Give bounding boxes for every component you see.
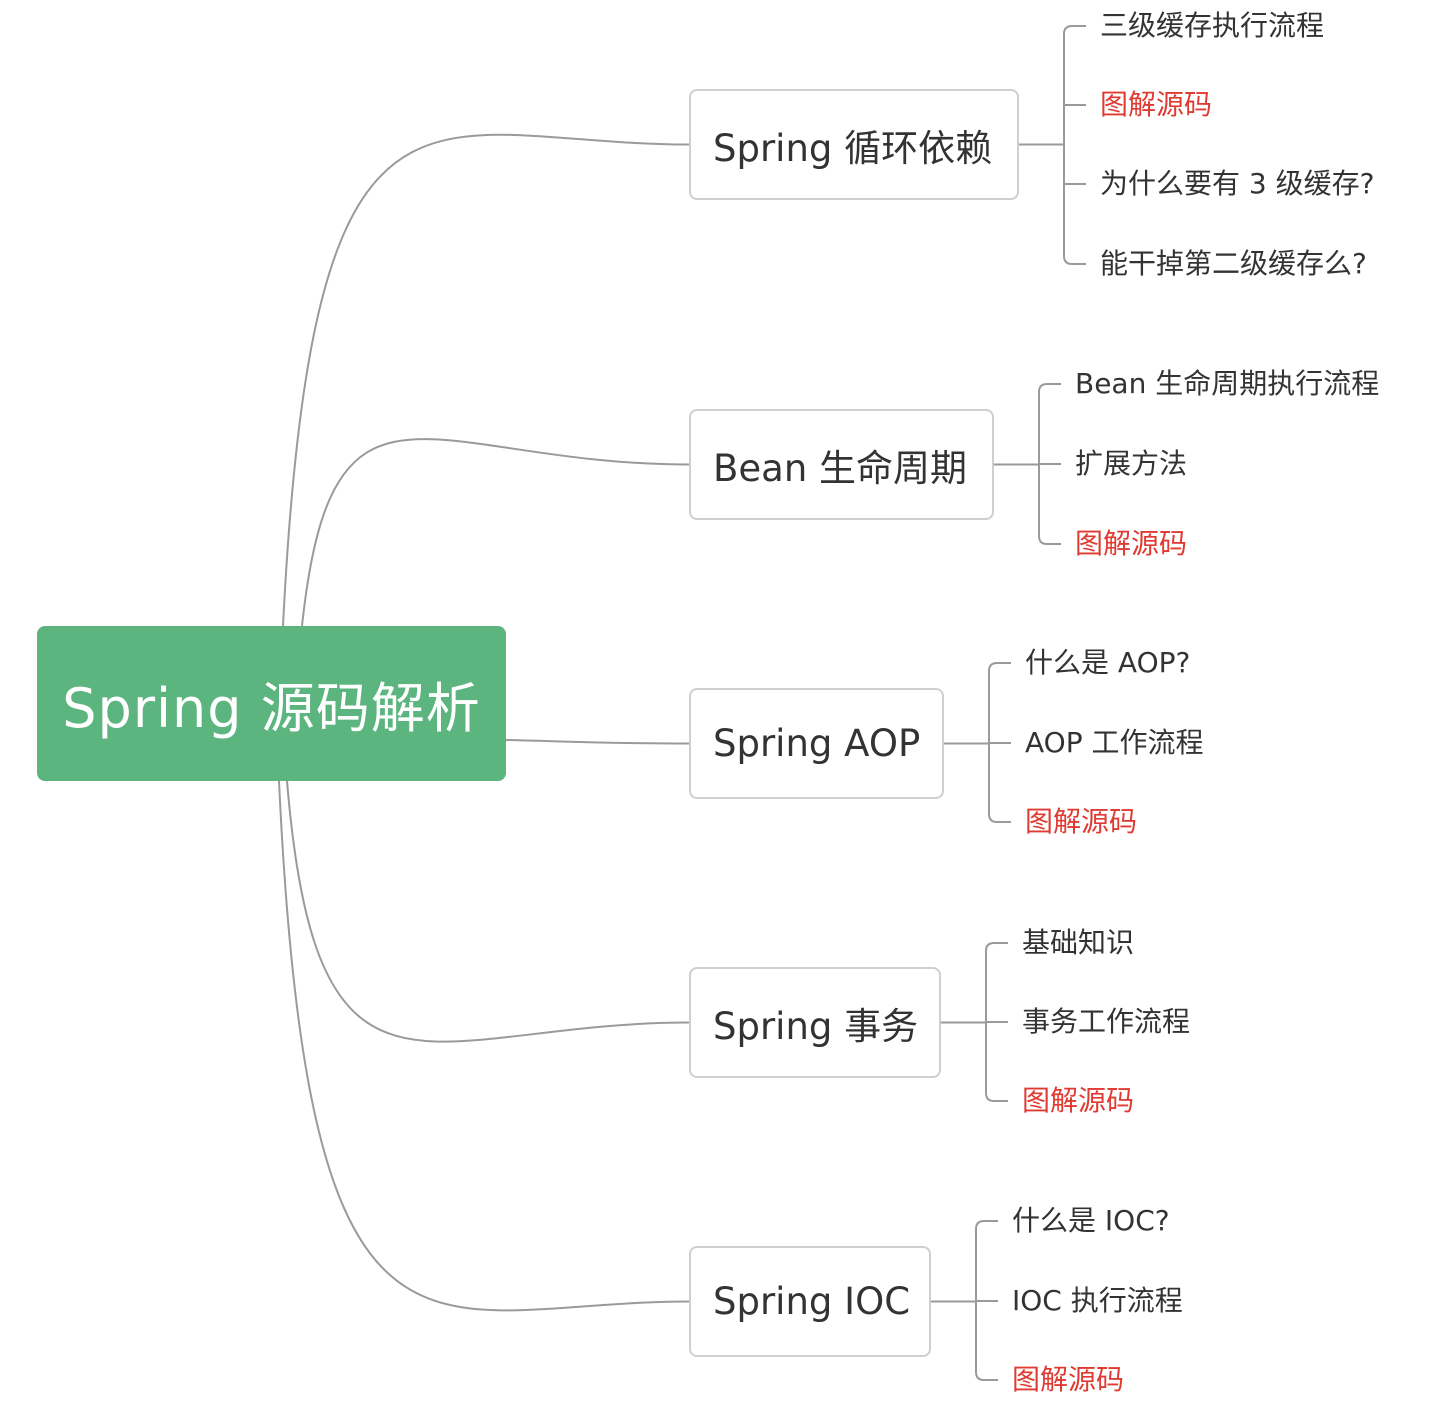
leaf-2-2[interactable]: 图解源码 — [1025, 805, 1138, 838]
leaf-1-2[interactable]: 图解源码 — [1075, 527, 1188, 560]
branch-spring-transaction[interactable]: Spring 事务 — [689, 967, 941, 1078]
leaf-2-0[interactable]: 什么是 AOP? — [1025, 646, 1191, 679]
branch-spring-ioc[interactable]: Spring IOC — [689, 1246, 931, 1357]
leaf-3-2[interactable]: 图解源码 — [1022, 1084, 1135, 1117]
leaf-bracket-0 — [1063, 25, 1086, 265]
root-connector-4 — [278, 780, 690, 1312]
leaf-4-1[interactable]: IOC 执行流程 — [1012, 1284, 1183, 1317]
branch-spring-aop[interactable]: Spring AOP — [689, 688, 944, 799]
leaf-1-0[interactable]: Bean 生命周期执行流程 — [1075, 367, 1380, 400]
root-connector-2 — [505, 739, 690, 745]
branch-bean-lifecycle[interactable]: Bean 生命周期 — [689, 409, 994, 520]
branch-circular-dependency[interactable]: Spring 循环依赖 — [689, 89, 1019, 200]
leaf-0-2[interactable]: 为什么要有 3 级缓存? — [1100, 167, 1375, 200]
root-connector-0 — [282, 133, 690, 627]
root-connector-3 — [286, 780, 690, 1043]
leaf-0-0[interactable]: 三级缓存执行流程 — [1100, 9, 1325, 42]
leaf-0-1[interactable]: 图解源码 — [1100, 88, 1213, 121]
root-node[interactable]: Spring 源码解析 — [37, 626, 506, 781]
leaf-3-0[interactable]: 基础知识 — [1022, 926, 1135, 959]
leaf-4-2[interactable]: 图解源码 — [1012, 1363, 1125, 1396]
leaf-3-1[interactable]: 事务工作流程 — [1022, 1005, 1191, 1038]
leaf-2-1[interactable]: AOP 工作流程 — [1025, 726, 1204, 759]
leaf-0-3[interactable]: 能干掉第二级缓存么? — [1100, 247, 1367, 280]
root-connector-1 — [301, 438, 690, 627]
leaf-4-0[interactable]: 什么是 IOC? — [1012, 1204, 1170, 1237]
leaf-1-1[interactable]: 扩展方法 — [1075, 447, 1188, 480]
